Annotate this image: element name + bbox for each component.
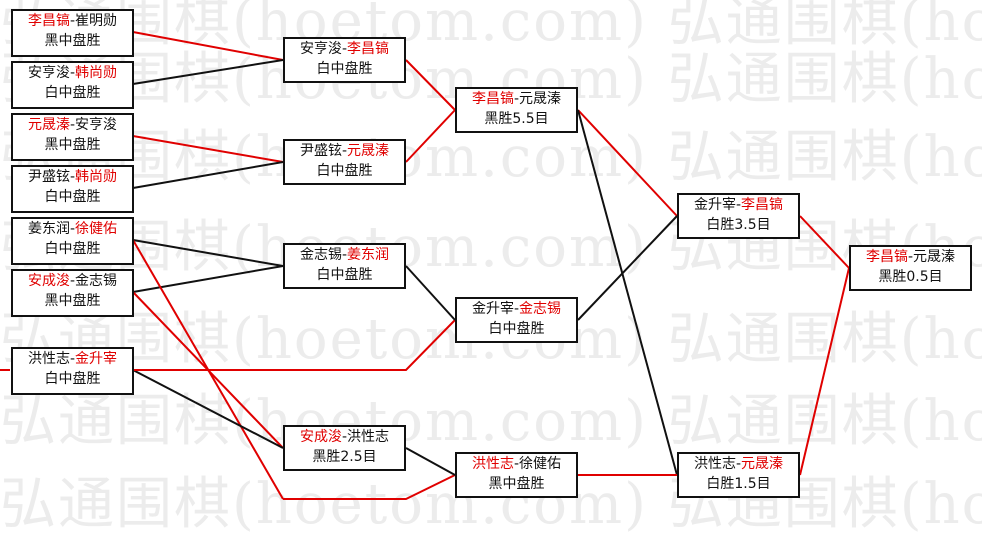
watermark-row: 弘通围棋(hoetom.com) 弘通围棋(hoetom.com) [0,128,982,188]
player-name: 李昌镐 [865,249,908,265]
match-box: 尹盛铉-韩尚勋 白中盘胜 [11,165,134,213]
player-name: 元晟溱 [741,456,784,472]
match-box: 金升宰-金志锡 白中盘胜 [455,297,578,343]
player-name: 金志锡 [75,273,118,289]
connector-line [283,474,456,500]
match-box: 安亨浚-李昌镐 白中盘胜 [283,37,406,83]
match-result: 黑中盘胜 [44,293,101,309]
match-result: 白中盘胜 [44,85,101,101]
player-name: 李昌镐 [27,13,70,29]
player-name: 安亨浚 [299,41,342,57]
connector-line [799,267,850,476]
match-result: 白中盘胜 [316,267,373,283]
player-name: 李昌镐 [741,197,784,213]
player-name: 安成浚 [299,429,342,445]
player-name: 元晟溱 [347,143,390,159]
player-name: 徐健佑 [75,221,118,237]
match-box: 洪性志-金升宰 白中盘胜 [11,347,134,395]
match-box: 李昌镐-元晟溱 黑胜5.5目 [455,87,578,133]
watermark-row: 弘通围棋(hoetom.com) 弘通围棋(hoetom.com) [0,218,982,278]
player-name: 金升宰 [471,301,514,317]
match-result: 白胜3.5目 [706,217,771,233]
match-result: 白中盘胜 [44,241,101,257]
connector-line [405,265,456,321]
match-box: 元晟溱-安亨浚 黑中盘胜 [11,113,134,161]
player-name: 金升宰 [693,197,736,213]
player-name: 李昌镐 [471,91,514,107]
player-name: 李昌镐 [347,41,390,57]
player-name: 洪性志 [471,456,514,472]
match-box: 安成浚-洪性志 黑胜2.5目 [283,425,406,471]
connector-line [132,265,284,293]
connector-line [405,59,456,111]
match-box: 姜东润-徐健佑 白中盘胜 [11,217,134,265]
player-name: 安亨浚 [75,117,118,133]
player-name: 姜东润 [347,247,390,263]
match-result: 白胜1.5目 [706,476,771,492]
match-result: 黑中盘胜 [44,137,101,153]
watermark-row: 弘通围棋(hoetom.com) 弘通围棋(hoetom.com) [0,392,982,452]
connector-line [132,59,284,85]
player-name: 尹盛铉 [299,143,342,159]
player-name: 安亨浚 [27,65,70,81]
match-box: 洪性志-徐健佑 黑中盘胜 [455,452,578,498]
match-result: 白中盘胜 [44,371,101,387]
connector-line [799,215,850,269]
connector-line [577,109,678,217]
match-result: 黑胜2.5目 [312,449,377,465]
player-name: 崔明勋 [75,13,118,29]
connector-line [132,239,284,267]
match-result: 黑中盘胜 [488,476,545,492]
player-name: 安成浚 [27,273,70,289]
player-name: 元晟溱 [519,91,562,107]
connector-line [405,447,456,476]
player-name: 元晟溱 [913,249,956,265]
match-box: 安亨浚-韩尚勋 白中盘胜 [11,61,134,109]
player-name: 尹盛铉 [27,169,70,185]
player-name: 洪性志 [693,456,736,472]
match-box: 金升宰-李昌镐 白胜3.5目 [677,193,800,239]
match-box: 金志锡-姜东润 白中盘胜 [283,243,406,289]
match-result: 白中盘胜 [44,189,101,205]
connector-line [133,319,456,371]
player-name: 洪性志 [347,429,390,445]
player-name: 韩尚勋 [75,65,118,81]
player-name: 金升宰 [75,351,118,367]
final-match-box: 李昌镐-元晟溱 黑胜0.5目 [849,245,972,291]
match-box: 安成浚-金志锡 黑中盘胜 [11,269,134,317]
connector-line [132,161,284,189]
match-result: 白中盘胜 [316,163,373,179]
match-result: 黑胜5.5目 [484,111,549,127]
player-name: 徐健佑 [519,456,562,472]
match-box: 尹盛铉-元晟溱 白中盘胜 [283,139,406,185]
player-name: 韩尚勋 [75,169,118,185]
watermark-row: 弘通围棋(hoetom.com) 弘通围棋(hoetom.com) [0,0,982,52]
match-box: 李昌镐-崔明勋 黑中盘胜 [11,9,134,57]
connector-line [577,215,678,321]
player-name: 姜东润 [27,221,70,237]
player-name: 元晟溱 [27,117,70,133]
match-result: 白中盘胜 [488,321,545,337]
match-result: 黑胜0.5目 [878,269,943,285]
connector-line [405,109,456,163]
connector-line [132,369,284,449]
player-name: 金志锡 [519,301,562,317]
match-box: 洪性志-元晟溱 白胜1.5目 [677,452,800,498]
connector-line [132,135,284,163]
player-name: 金志锡 [299,247,342,263]
match-result: 白中盘胜 [316,61,373,77]
match-result: 黑中盘胜 [44,33,101,49]
connector-line [577,109,678,476]
connector-line [132,31,284,61]
player-name: 洪性志 [27,351,70,367]
